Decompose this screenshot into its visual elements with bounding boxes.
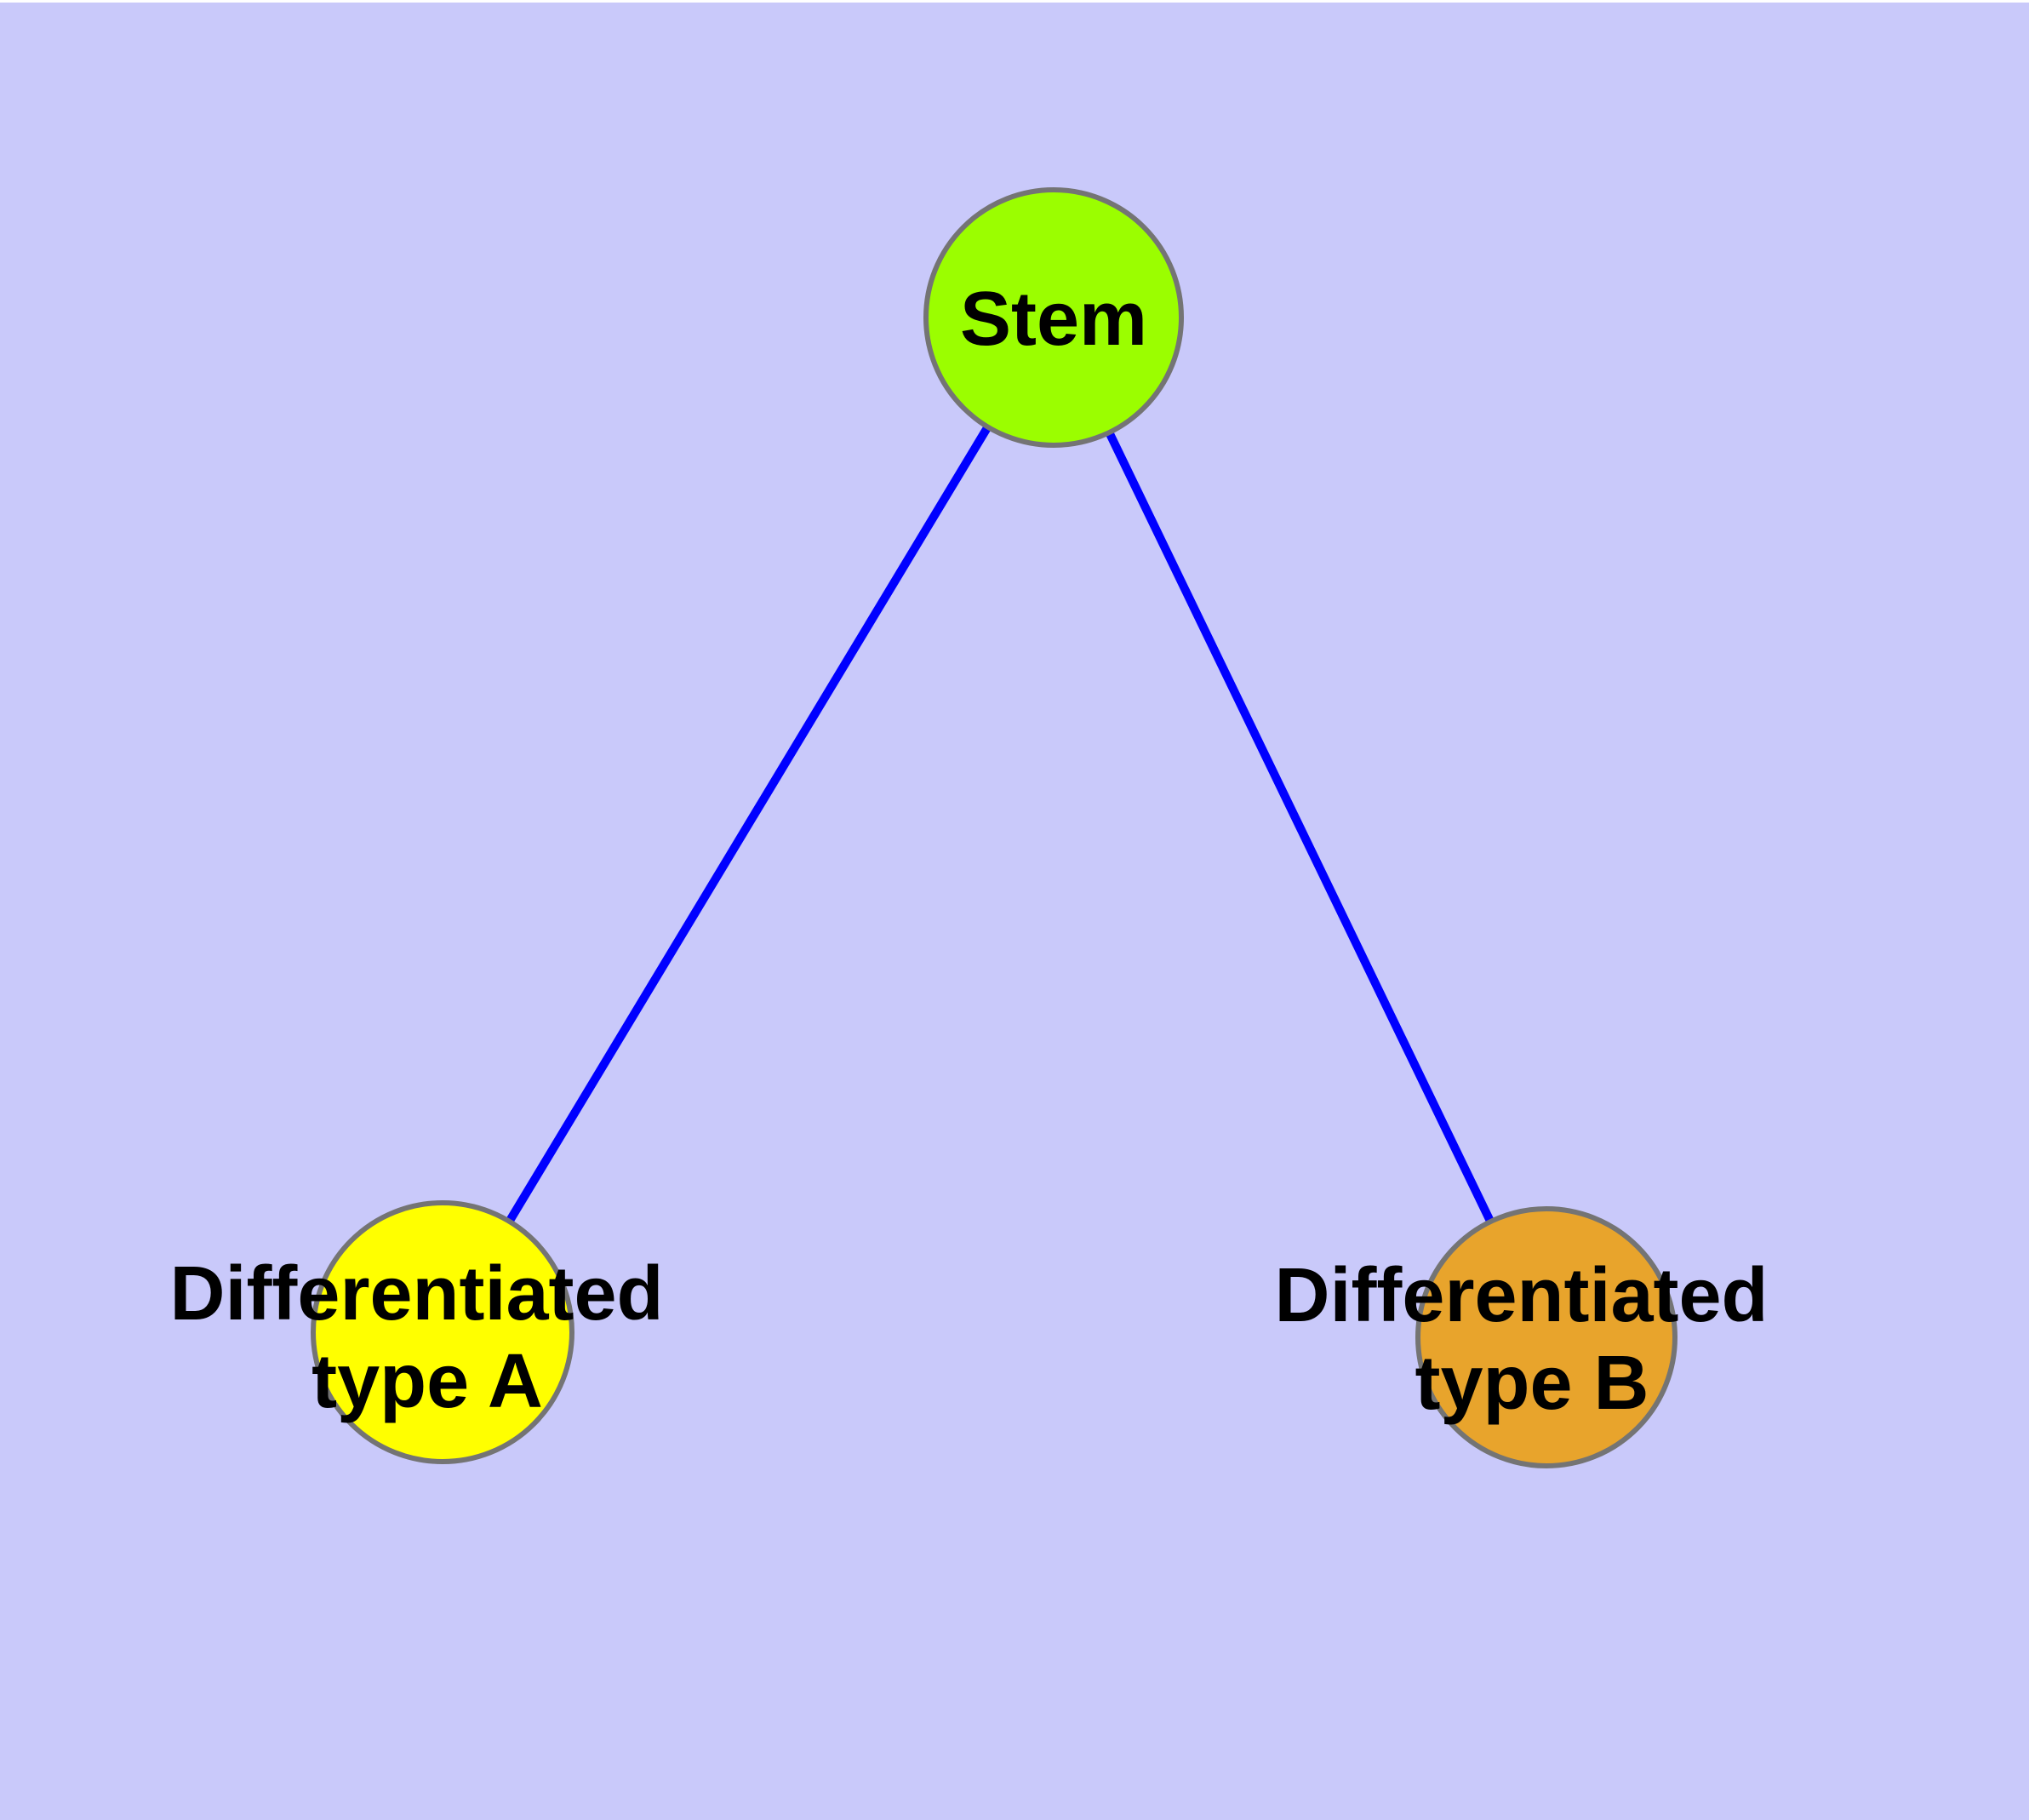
top-border — [0, 0, 2029, 3]
type-a-label-line2: type A — [311, 1339, 543, 1424]
edge-stem-to-type-b — [1049, 315, 1551, 1340]
type-b-node-label: Differentiated type B — [1274, 1253, 1789, 1426]
type-a-label-line1: Differentiated — [169, 1251, 663, 1336]
stem-node-label: Stem — [960, 277, 1147, 362]
edge-stem-to-type-a — [438, 315, 1058, 1335]
type-b-node — [1415, 1206, 1677, 1468]
type-a-node — [311, 1200, 574, 1464]
type-b-label-line2: type B — [1415, 1341, 1649, 1426]
stem-node — [923, 187, 1184, 448]
type-b-label-line1: Differentiated — [1274, 1253, 1768, 1338]
type-a-node-label: Differentiated type A — [169, 1251, 684, 1424]
